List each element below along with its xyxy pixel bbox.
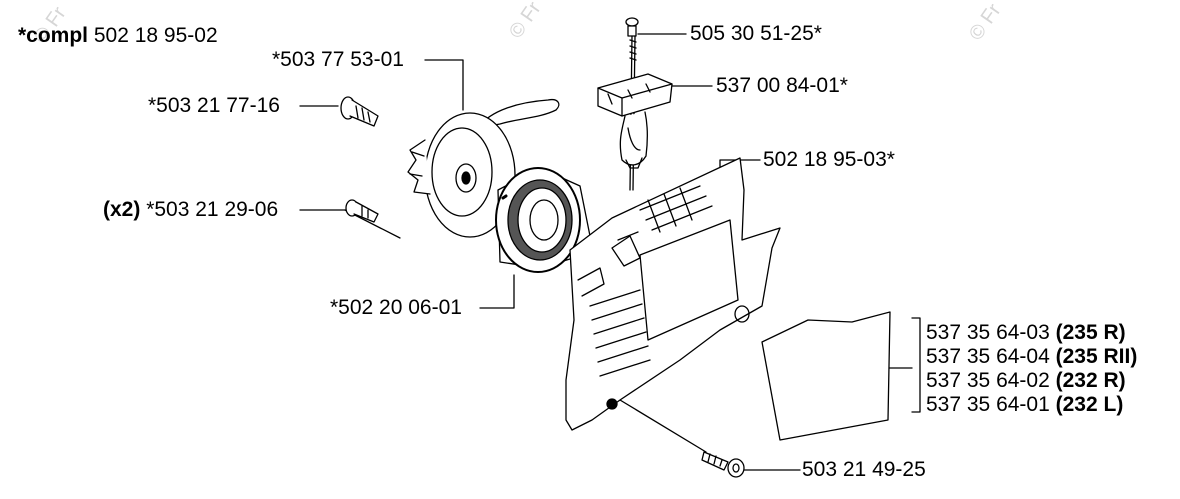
part-label-cap-screw: 505 30 51-25*: [690, 22, 822, 45]
part-label-bottom-screw: 503 21 49-25: [802, 458, 926, 481]
starter-cover-drawing: [565, 157, 781, 431]
decal-number: 537 35 64-03: [926, 321, 1050, 344]
decal-number: 537 35 64-01: [926, 393, 1050, 416]
decal-label-list: 537 35 64-03 (235 R) 537 35 64-04 (235 R…: [926, 321, 1137, 417]
decal-model: (235 R): [1055, 321, 1126, 344]
bottom-screw-drawing: [701, 451, 745, 478]
decal-label: 537 35 64-03 (235 R): [926, 321, 1137, 345]
kit-prefix: *compl: [18, 24, 89, 47]
decal-label: 537 35 64-02 (232 R): [926, 369, 1137, 393]
pulley-drawing: [407, 98, 560, 238]
decal-number: 537 35 64-04: [926, 345, 1050, 368]
decal-model: (235 RII): [1055, 345, 1138, 368]
starter-handle-drawing: [597, 73, 673, 169]
quantity-note: (x2): [103, 198, 141, 221]
part-label-housing-screw: (x2) *503 21 29-06: [103, 198, 278, 222]
housing-screw-number: *503 21 29-06: [146, 198, 279, 221]
decal-drawing: [761, 311, 891, 441]
decal-model: (232 L): [1055, 393, 1124, 416]
housing-screw-drawing: [345, 199, 379, 223]
part-label-handle: 537 00 84-01*: [716, 74, 848, 97]
decal-label: 537 35 64-04 (235 RII): [926, 345, 1137, 369]
kit-label: *compl 502 18 95-02: [18, 24, 218, 48]
decal-model: (232 R): [1055, 369, 1126, 392]
part-label-spring-cassette: *502 20 06-01: [330, 296, 462, 319]
part-label-recoil-spring: *503 77 53-01: [272, 48, 404, 71]
part-label-pulley-screw: *503 21 77-16: [148, 94, 280, 117]
decal-label: 537 35 64-01 (232 L): [926, 393, 1137, 417]
kit-number: 502 18 95-02: [93, 24, 218, 47]
part-label-cover: 502 18 95-03*: [763, 148, 895, 171]
decal-number: 537 35 64-02: [926, 369, 1050, 392]
spring-cassette-drawing: [495, 167, 591, 273]
pulley-screw-drawing: [340, 96, 379, 127]
